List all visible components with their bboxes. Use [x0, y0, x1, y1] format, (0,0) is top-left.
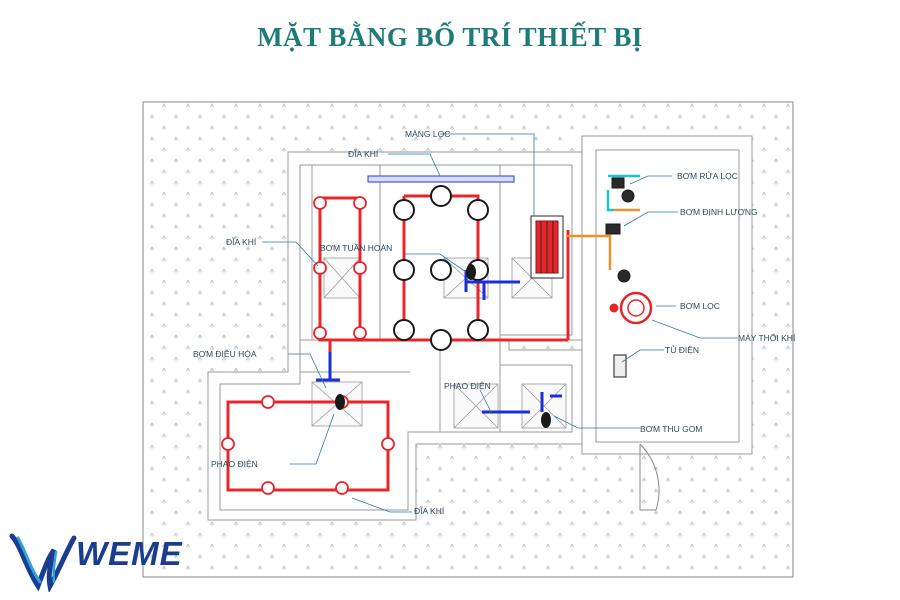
label-bom-rua-loc: BƠM RỬA LỌC [677, 170, 738, 181]
label-tu-dien: TỦ ĐIỆN [665, 344, 699, 355]
water-pipes [316, 270, 562, 414]
page-title: MẶT BẰNG BỐ TRÍ THIẾT BỊ [257, 22, 643, 52]
label-dia-khi-bottom: ĐĨA KHÍ [414, 506, 445, 516]
leader-lines [262, 133, 738, 513]
label-dia-khi-top: ĐĨA KHÍ [348, 149, 379, 159]
room-equipment [605, 177, 653, 378]
label-bom-dinh-luong: BƠM ĐỊNH LƯỢNG [680, 207, 758, 217]
label-dia-khi-left: ĐĨA KHÍ [226, 237, 257, 247]
label-mang-loc: MÀNG LỌC [405, 129, 450, 139]
membrane-filter [530, 215, 564, 279]
air-header-bar [367, 175, 515, 183]
logo-wordmark: WEME [76, 535, 183, 572]
equipment-room [581, 135, 753, 455]
pumps [335, 264, 551, 428]
label-may-thoi-khi: MÁY THỔI KHÍ [738, 332, 796, 343]
label-phao-dien-left: PHAO ĐIỆN [211, 459, 258, 469]
weme-logo-mark [9, 533, 77, 592]
label-phao-dien-mid: PHAO ĐIỆN [444, 381, 491, 391]
label-bom-tuan-hoan: BƠM TUẦN HOÀN [320, 243, 392, 253]
label-bom-loc: BƠM LỌC [680, 301, 720, 311]
door [639, 443, 660, 511]
label-bom-dieu-hoa: BƠM ĐIỀU HÒA [193, 349, 257, 359]
chemical-pipes [566, 174, 640, 270]
label-bom-thu-gom: BƠM THU GOM [640, 424, 702, 434]
